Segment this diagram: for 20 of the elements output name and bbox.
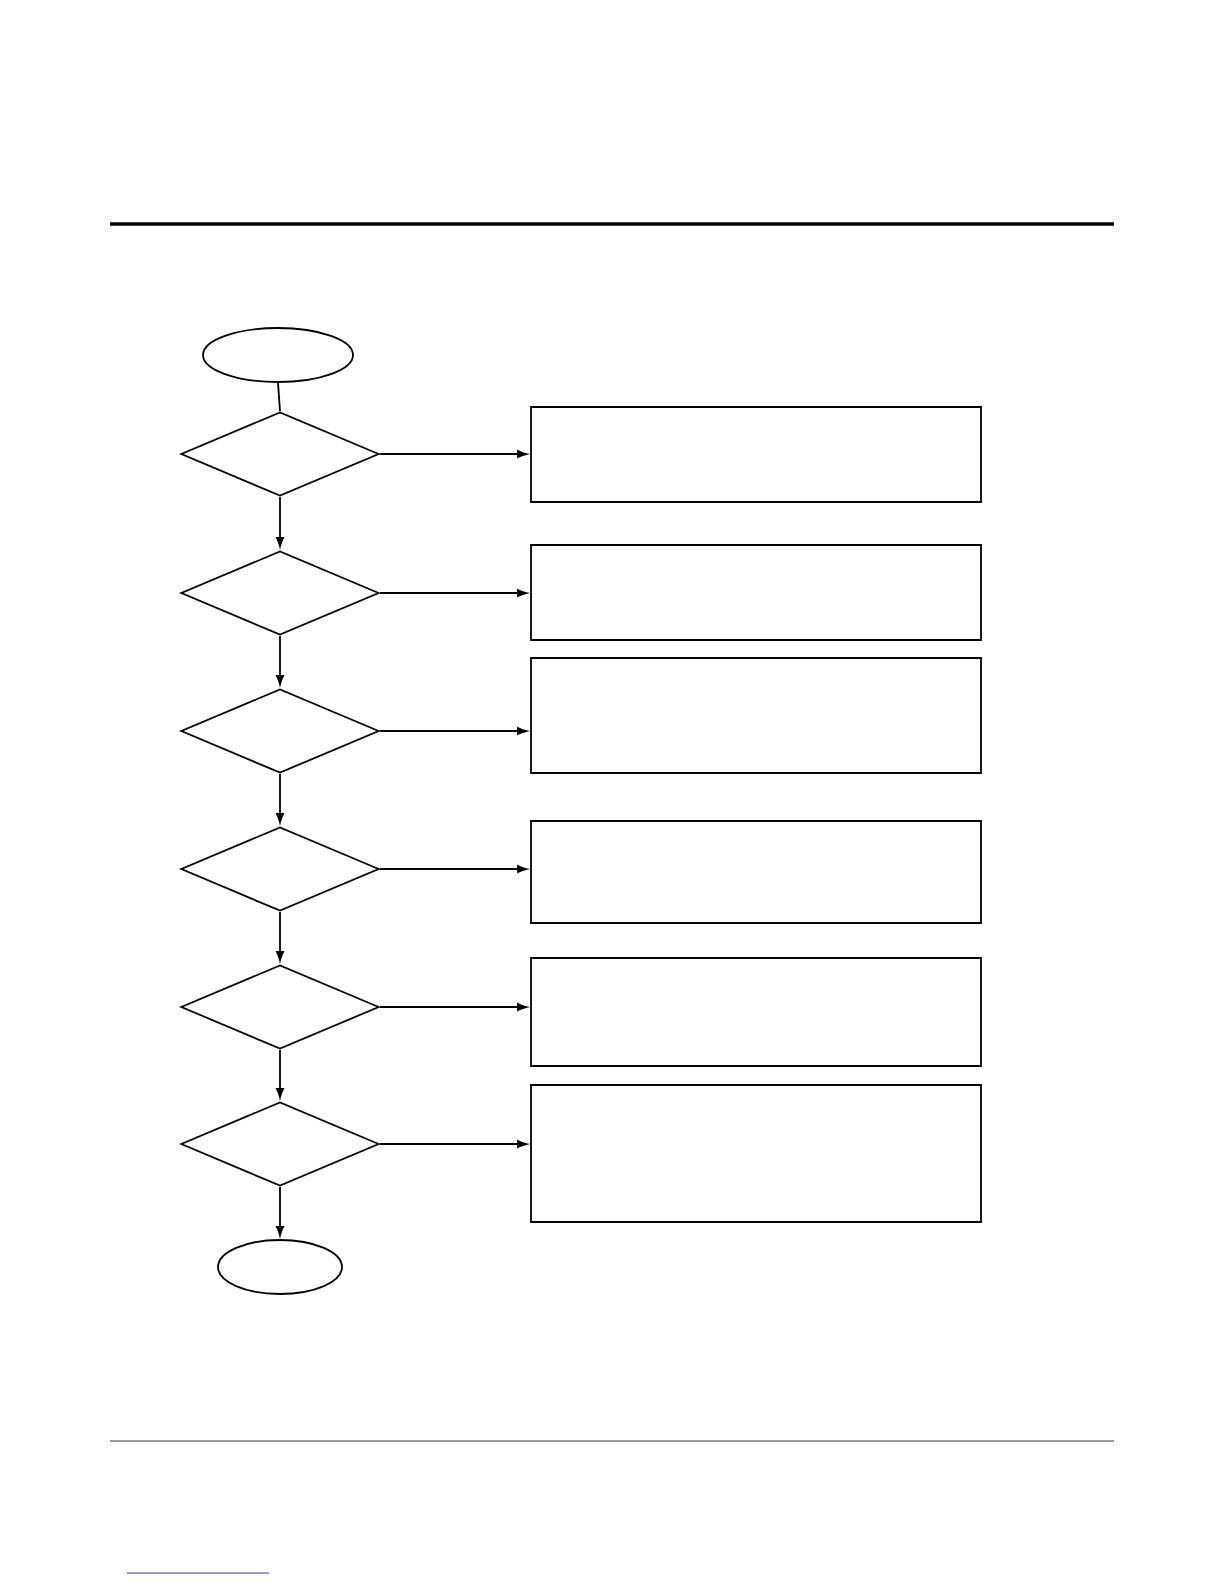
arrow: [276, 773, 284, 823]
arrow: [379, 450, 527, 458]
arrow: [379, 727, 527, 735]
arrow: [276, 496, 284, 547]
ellipse-terminal: [217, 1239, 343, 1295]
arrow: [276, 635, 284, 685]
arrow: [379, 589, 527, 597]
process-box: [530, 820, 982, 924]
arrow: [276, 1049, 284, 1098]
process-box: [530, 544, 982, 641]
process-box: [530, 1084, 982, 1223]
arrow: [276, 1186, 284, 1236]
process-box: [530, 406, 982, 503]
arrow: [379, 1003, 527, 1011]
arrow: [379, 865, 527, 873]
process-box: [530, 957, 982, 1067]
ellipse-terminal: [202, 327, 354, 383]
arrow: [276, 911, 284, 961]
arrow: [379, 1140, 527, 1148]
process-box: [530, 657, 982, 774]
